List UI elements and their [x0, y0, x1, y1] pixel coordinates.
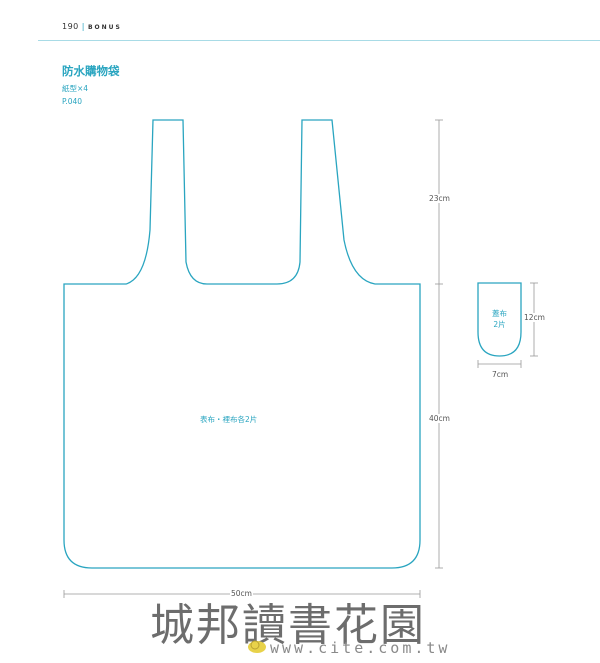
- flap-height-label: 12cm: [523, 313, 546, 322]
- page-number: 190: [62, 22, 79, 31]
- watermark-url: www.cite.com.tw: [270, 639, 451, 657]
- bag-width-label: 50cm: [230, 589, 253, 598]
- handle-height-label: 23cm: [428, 194, 451, 203]
- header-rule: [38, 40, 600, 41]
- flap-label-line1: 蓋布: [492, 309, 507, 318]
- watermark-text: 城邦讀書花園: [150, 600, 426, 651]
- snail-icon: [248, 640, 266, 653]
- bag-outline: [63, 119, 421, 569]
- pattern-title: 防水購物袋: [62, 64, 120, 78]
- paper-pattern-count: 紙型×4: [62, 84, 89, 93]
- watermark-logo: 城邦讀書花園 www.cite.com.tw: [150, 589, 460, 663]
- page-header: 190|BONUS: [62, 22, 122, 31]
- flap-outline: [477, 282, 522, 357]
- main-piece-cut-label: 表布・裡布各2片: [200, 415, 258, 424]
- header-separator: |: [81, 22, 85, 31]
- flap-cut-label: 蓋布 2片: [484, 308, 515, 330]
- flap-width-label: 7cm: [491, 370, 510, 379]
- page-reference: P.040: [62, 97, 83, 106]
- body-height-label: 40cm: [428, 414, 451, 423]
- flap-label-line2: 2片: [493, 320, 506, 329]
- section-name: BONUS: [87, 24, 122, 31]
